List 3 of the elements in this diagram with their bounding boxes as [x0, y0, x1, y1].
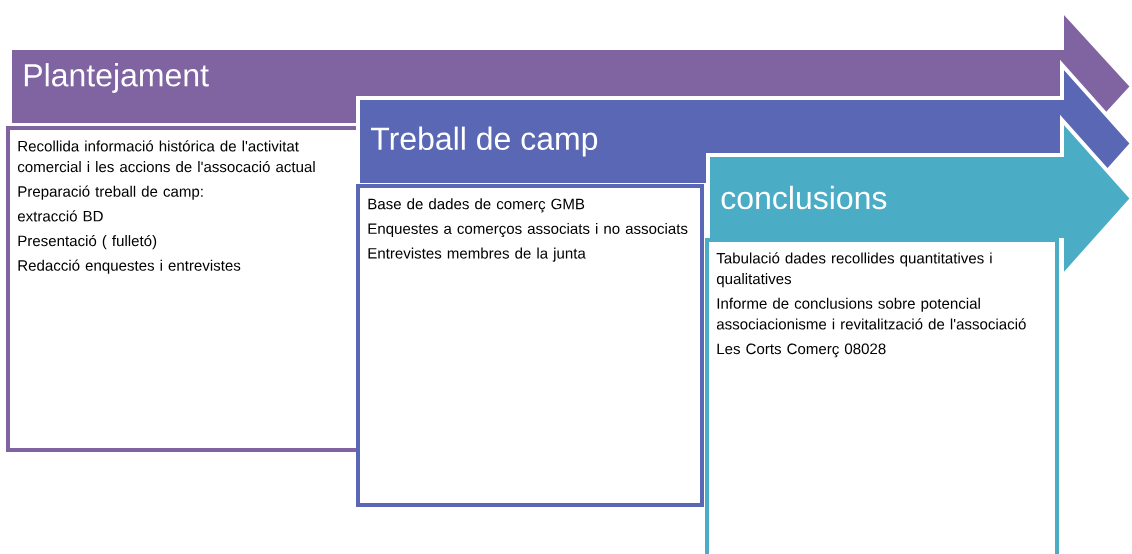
text-box: Base de dades de comerç GMB Enquestes a comerços associats i no associats Entrevistes membres de la junta — [356, 184, 704, 507]
text-box: Tabulació dades recollides quantitatives i qualitatives Informe de conclusions sobre potencial associacionisme i revitalització de l'associació Les Corts Comerç 08028 — [705, 238, 1059, 554]
text-box: Recollida informació histórica de l'activitat comercial i les accions de l'assocació actual Preparació treball de camp: extracció BD Presentació ( fulletó) Redacció enquestes i entrevistes — [6, 126, 360, 452]
